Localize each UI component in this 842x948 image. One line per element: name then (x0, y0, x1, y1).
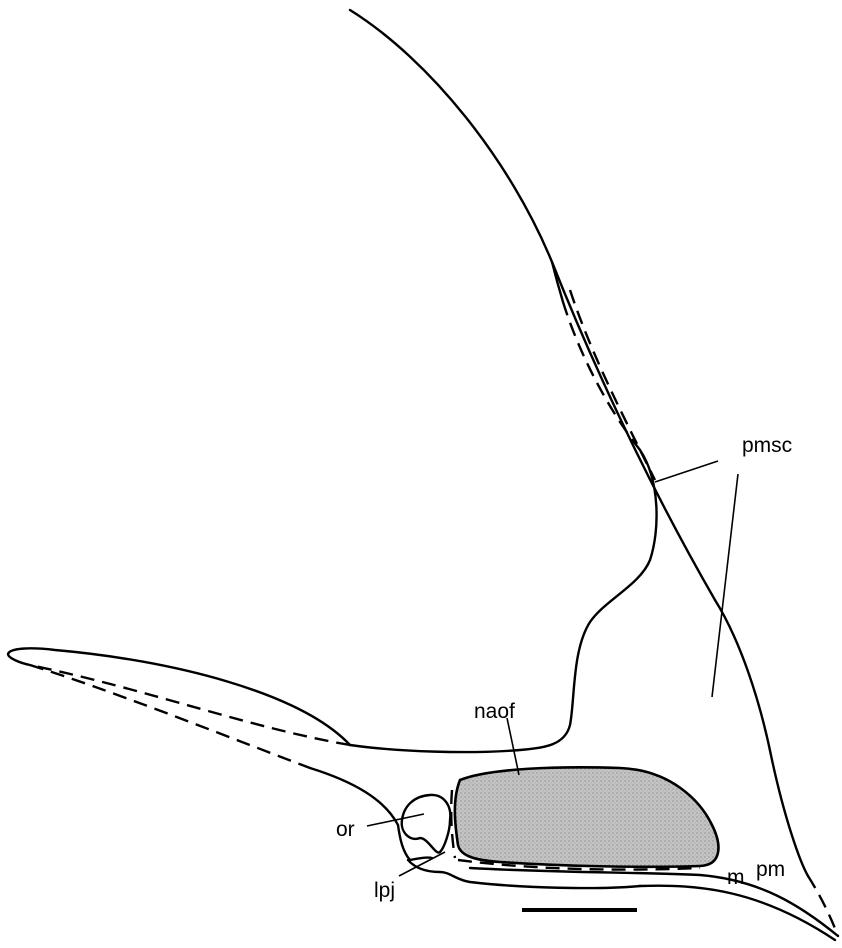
nasoantorbital-fenestra (455, 767, 719, 866)
naof-leader (507, 718, 519, 775)
label-naof: naof (474, 700, 515, 723)
skull-posterior-tip (8, 648, 350, 745)
label-m: m (727, 866, 745, 889)
label-pmsc: pmsc (742, 434, 792, 457)
label-pm: pm (756, 858, 785, 881)
pmsc-leader-anterior (655, 461, 718, 482)
ventral-margin-solid (310, 768, 432, 860)
crest-inner-outline (552, 262, 563, 302)
orbit-outline (402, 795, 451, 853)
or-leader (367, 814, 424, 826)
rostrum-anterior-edge (715, 600, 808, 876)
pmsc-leader-posterior (712, 474, 738, 697)
label-lpj: lpj (374, 879, 395, 902)
dorsal-margin-dashed (30, 665, 350, 745)
label-or: or (336, 818, 355, 841)
ventral-margin-dashed (30, 665, 310, 768)
crest-anterior-outline (350, 10, 715, 600)
